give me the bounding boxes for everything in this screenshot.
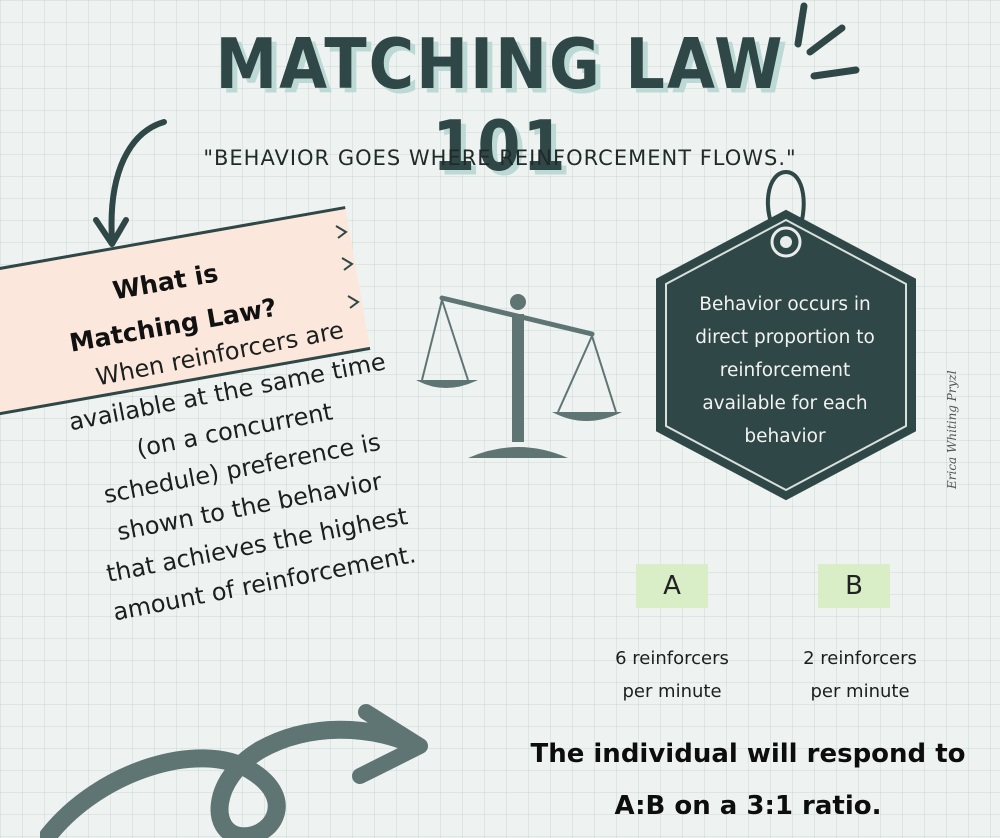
tag-line: available for each (702, 393, 868, 414)
artist-signature: Erica Whiting Pryzl (945, 370, 959, 490)
balance-scale-icon (416, 294, 622, 458)
tag-line: behavior (744, 426, 826, 447)
option-a-label: A (636, 564, 708, 608)
option-b-label: B (818, 564, 890, 608)
page-title: MATCHING LAW 101 (215, 23, 785, 187)
option-b-rate: 2 reinforcers per minute (770, 642, 950, 708)
curved-arrow-down-icon (93, 119, 167, 247)
conclusion-line-2: A:B on a 3:1 ratio. (614, 791, 882, 821)
conclusion-text: The individual will respond to A:B on a … (498, 728, 998, 832)
looping-arrow-icon (40, 704, 428, 838)
hanging-tag-icon (656, 169, 916, 501)
option-a-rate-line-2: per minute (622, 681, 722, 702)
tag-line: Behavior occurs in (699, 294, 871, 315)
conclusion-line-1: The individual will respond to (530, 739, 966, 769)
banner-tear-icon (335, 225, 360, 309)
option-a-rate: 6 reinforcers per minute (582, 642, 762, 708)
tag-line: direct proportion to (695, 327, 875, 348)
accent-lines-icon (794, 2, 860, 80)
option-b-rate-line-1: 2 reinforcers (803, 648, 917, 669)
option-a-rate-line-1: 6 reinforcers (615, 648, 729, 669)
tag-text: Behavior occurs in direct proportion to … (668, 288, 902, 453)
option-b-rate-line-2: per minute (810, 681, 910, 702)
quote-text: "BEHAVIOR GOES WHERE REINFORCEMENT FLOWS… (203, 146, 797, 170)
tag-line: reinforcement (719, 360, 851, 381)
